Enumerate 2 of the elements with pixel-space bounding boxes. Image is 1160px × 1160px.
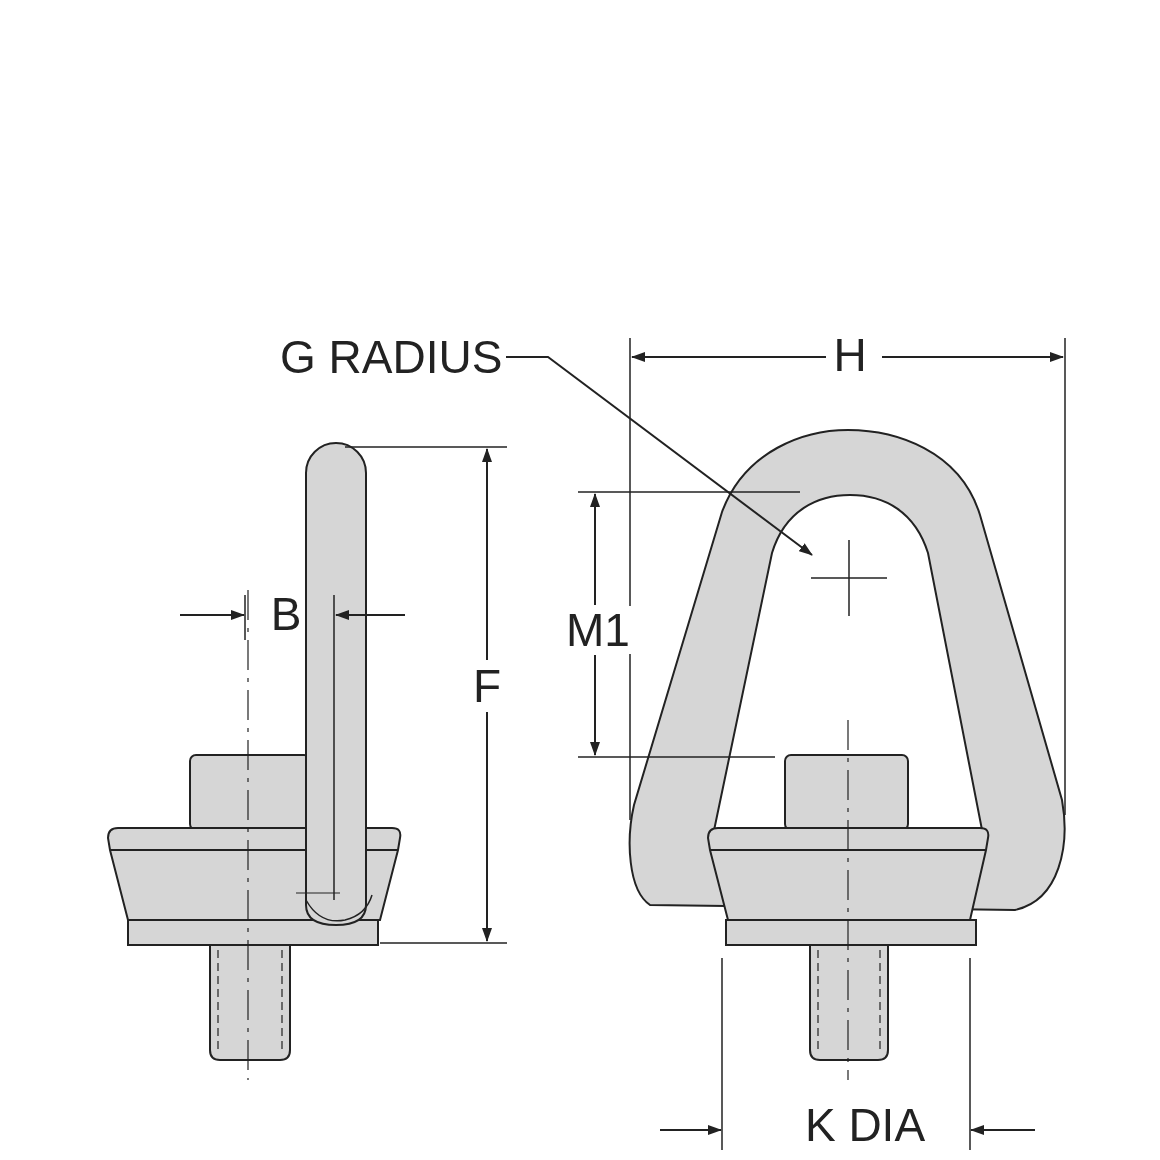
callout-label: G RADIUS: [280, 332, 503, 382]
leader-line: [505, 356, 813, 556]
